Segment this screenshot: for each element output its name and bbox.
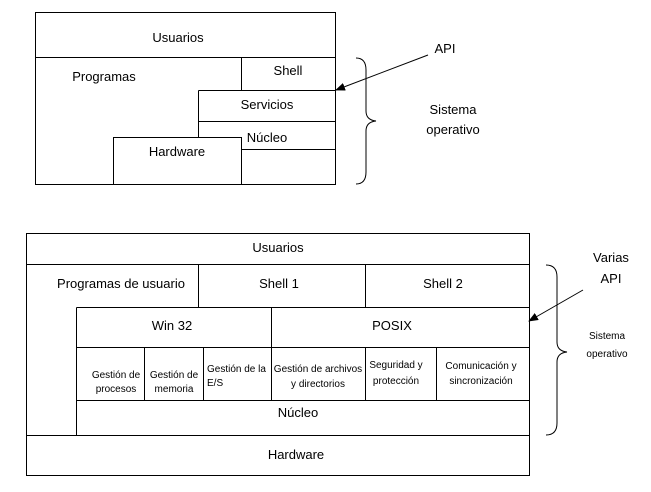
d2-service-procesos-line1: Gestión de bbox=[92, 370, 141, 381]
d2-shell2-label: Shell 2 bbox=[423, 276, 463, 291]
d2-service-comunicacion-line1: Comunicación y bbox=[445, 361, 516, 372]
d2-service-memoria-line2: memoria bbox=[155, 384, 194, 395]
d2-hardware-label: Hardware bbox=[268, 447, 324, 462]
d1-operativo-label: operativo bbox=[426, 122, 479, 137]
d2-posix-label: POSIX bbox=[372, 318, 412, 333]
d2-usuarios-box bbox=[26, 233, 530, 265]
d1-programas-label: Programas bbox=[72, 69, 136, 84]
d2-programas-usuario-label: Programas de usuario bbox=[57, 276, 185, 291]
diagram-1-labels: Usuarios Programas Shell Servicios Núcle… bbox=[72, 30, 480, 159]
d1-shell-label: Shell bbox=[274, 63, 303, 78]
d1-brace bbox=[355, 57, 377, 185]
d2-service-memoria-line1: Gestión de bbox=[150, 370, 199, 381]
d2-api-arrow bbox=[528, 289, 584, 322]
d1-servicios-label: Servicios bbox=[241, 97, 294, 112]
d2-nucleo-label: Núcleo bbox=[278, 405, 318, 420]
d2-service-procesos-line2: procesos bbox=[96, 384, 137, 395]
d2-service-archivos-line2: y directorios bbox=[291, 379, 345, 390]
d1-api-arrow bbox=[335, 54, 429, 91]
d2-service-es-line2: E/S bbox=[207, 378, 223, 389]
d2-brace bbox=[545, 264, 568, 436]
d2-service-comunicacion-line2: sincronización bbox=[449, 376, 512, 387]
d1-hardware-box bbox=[113, 137, 242, 185]
diagram-1 bbox=[35, 12, 429, 185]
d1-usuarios-label: Usuarios bbox=[152, 30, 204, 45]
d2-service-es-line1: Gestión de la bbox=[207, 364, 266, 375]
d2-operativo-label: operativo bbox=[586, 349, 628, 360]
diagram-2-labels: Usuarios Programas de usuario Shell 1 Sh… bbox=[57, 240, 629, 462]
d2-varias-label: Varias bbox=[593, 250, 629, 265]
d2-hardware-box bbox=[26, 435, 530, 476]
d2-usuarios-label: Usuarios bbox=[252, 240, 304, 255]
d2-service-seguridad-line1: Seguridad y bbox=[369, 360, 422, 371]
d1-api-label: API bbox=[435, 41, 456, 56]
diagram-2 bbox=[26, 233, 584, 476]
d2-service-seguridad-line2: protección bbox=[373, 376, 419, 387]
d2-win32-label: Win 32 bbox=[152, 318, 192, 333]
d2-sistema-label: Sistema bbox=[589, 331, 626, 342]
d2-shell1-label: Shell 1 bbox=[259, 276, 299, 291]
d1-hardware-label: Hardware bbox=[149, 144, 205, 159]
d1-nucleo-label: Núcleo bbox=[247, 130, 287, 145]
d2-service-archivos-line1: Gestión de archivos bbox=[274, 364, 362, 375]
d2-api-label: API bbox=[601, 271, 622, 286]
d1-sistema-label: Sistema bbox=[430, 102, 478, 117]
